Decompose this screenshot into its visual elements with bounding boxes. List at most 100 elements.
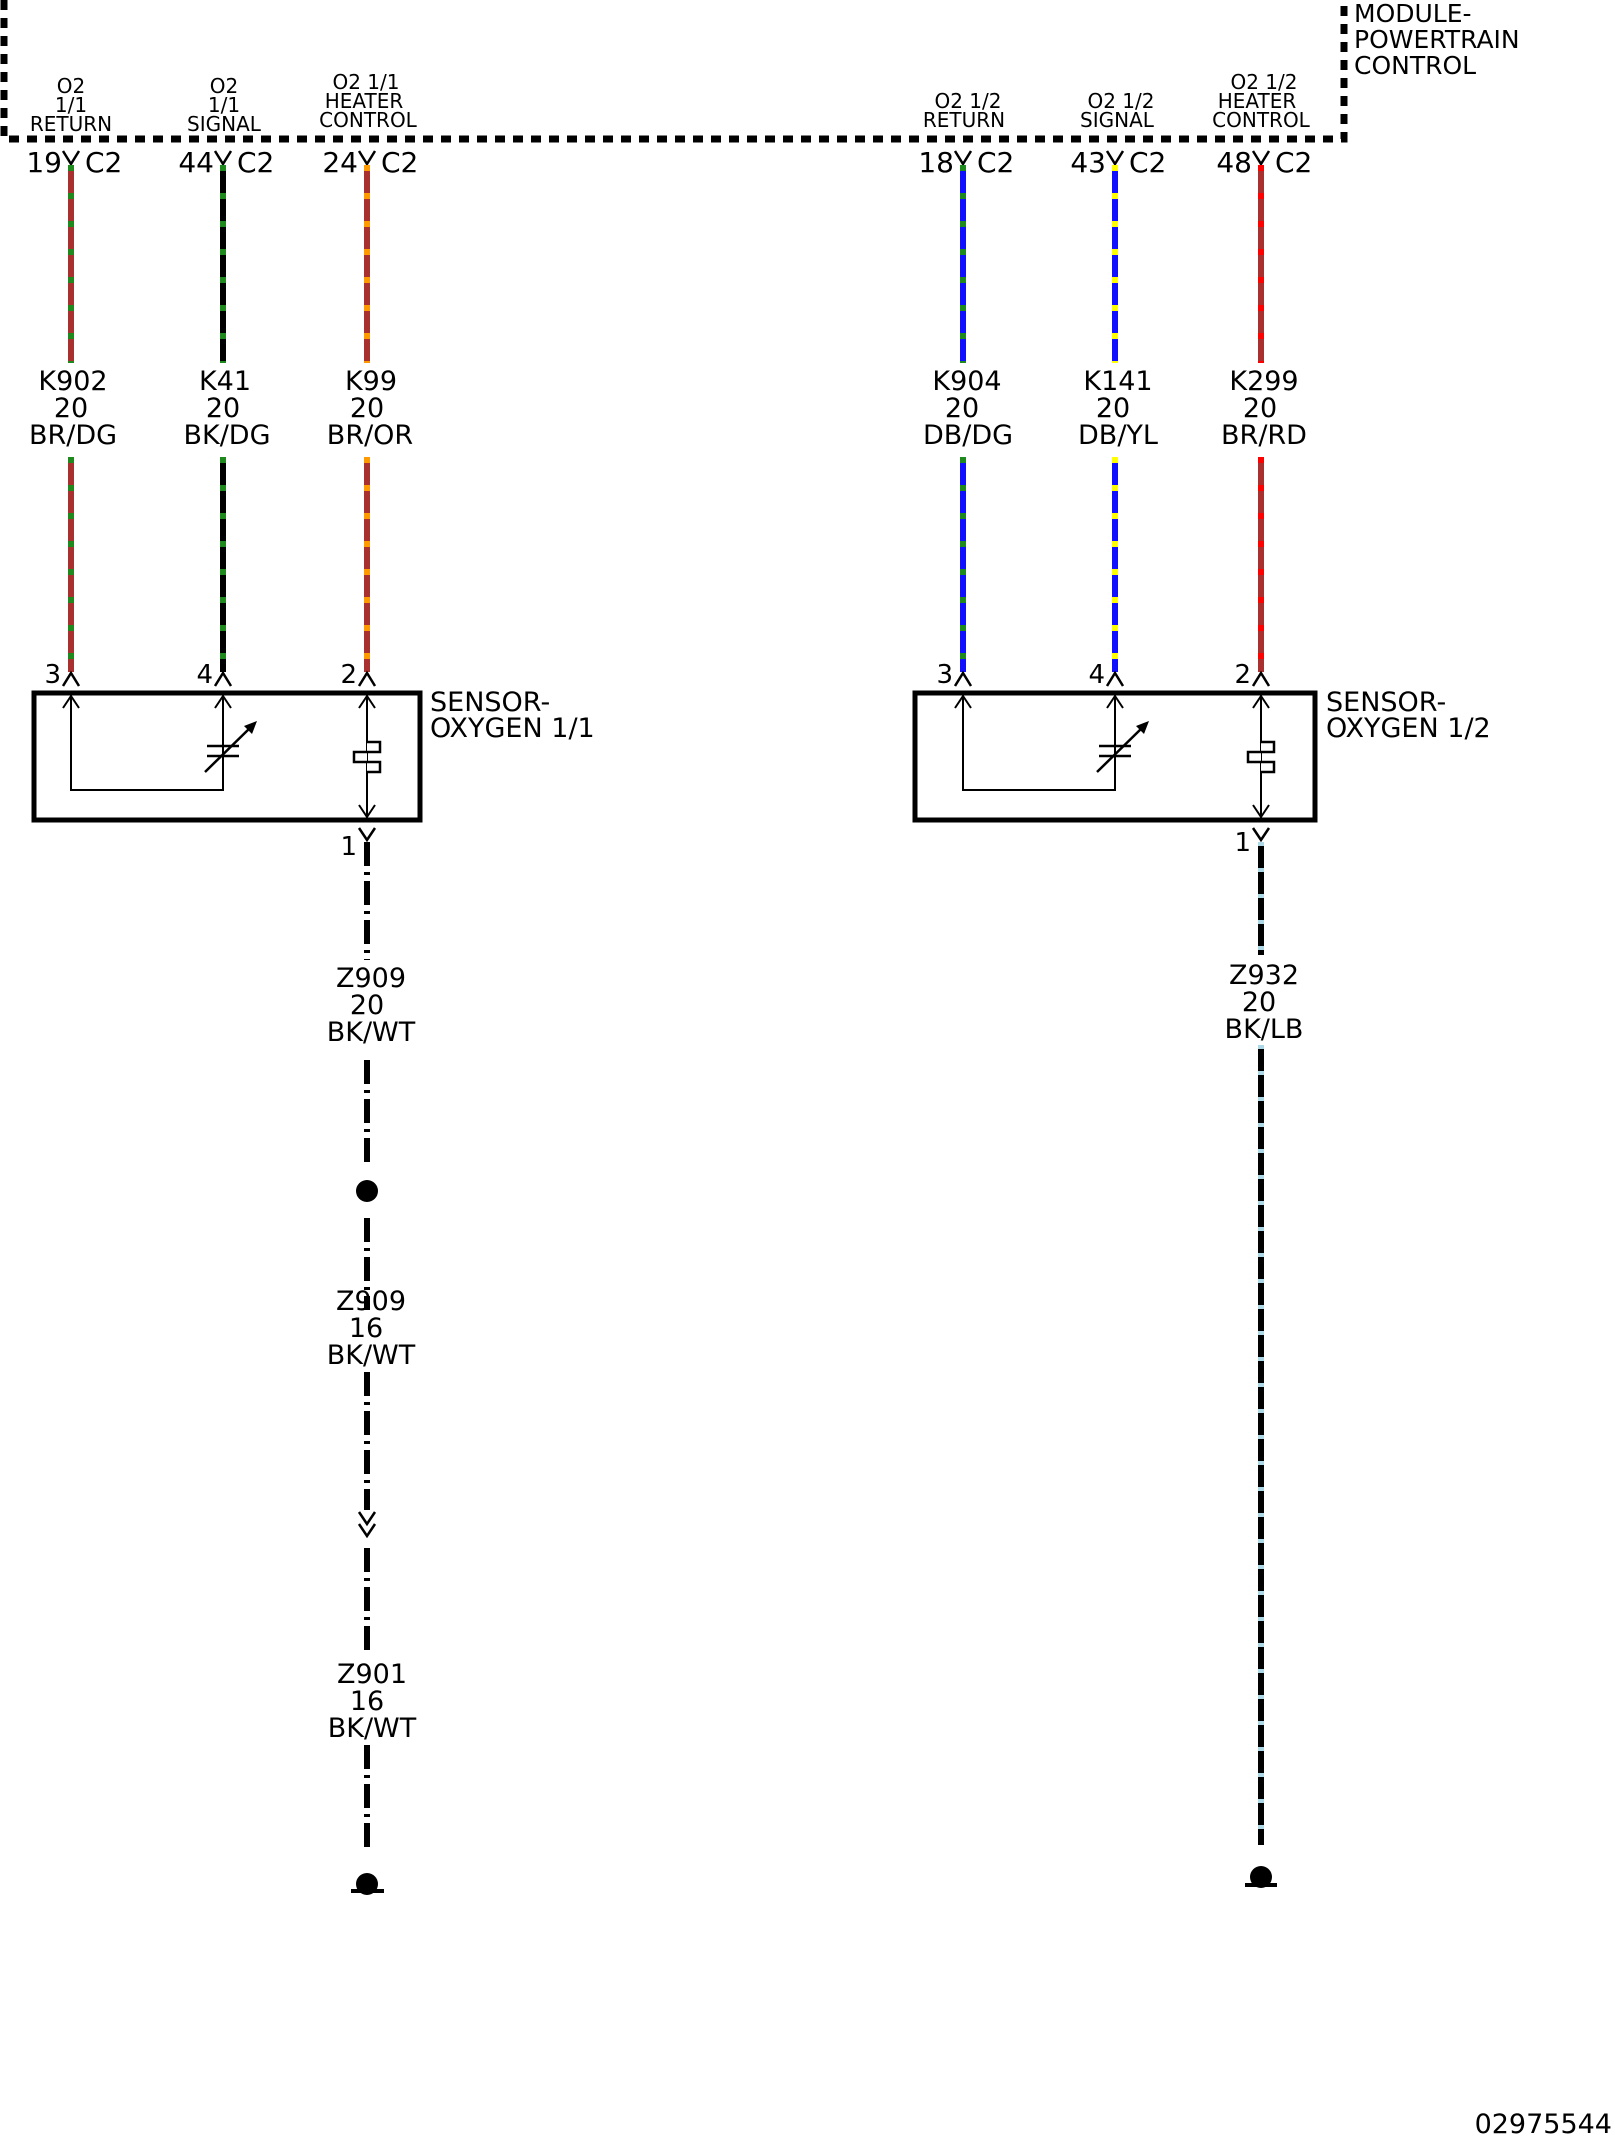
terminal-mark: [61, 150, 81, 167]
pin-function-o2-11-return: O2: [57, 74, 85, 98]
module-connector-c2: C2: [1275, 146, 1312, 179]
ground-symbol-left: [351, 1873, 384, 1895]
terminal-mark: [1105, 670, 1125, 687]
module-pin-48: 48: [1216, 146, 1252, 179]
module-pin-24: 24: [322, 146, 358, 179]
terminal-mark: [1251, 150, 1271, 167]
module-terminals: [61, 150, 1271, 167]
ground-color-z909-16: BK/WT: [327, 1340, 416, 1371]
wire-gauge-k99: 20: [350, 393, 384, 424]
sensor-pin-numbers: 3 4 2 3 4 2: [44, 660, 1251, 690]
module-title-line-1: MODULE-: [1354, 0, 1472, 28]
pin-function-o2-11-heater: CONTROL: [319, 108, 418, 132]
ground-pin-terminals: [357, 827, 1271, 843]
wire-color-k902: BR/DG: [29, 420, 117, 451]
pin-function-o2-12-return: RETURN: [923, 108, 1005, 132]
signal-wire-labels: K902 20 BR/DG K41 20 BK/DG K99 20 BR/OR …: [29, 366, 1307, 451]
module-connector-c2: C2: [85, 146, 122, 179]
pin-function-o2-12-signal: O2 1/2: [1087, 89, 1154, 113]
terminal-mark: [1251, 827, 1271, 843]
wire-color-k141: DB/YL: [1078, 420, 1158, 451]
module-pin-18: 18: [918, 146, 954, 179]
sensor-pin-terminals: [61, 670, 1271, 687]
ground-circuit-z909-20: Z909: [336, 963, 406, 994]
ground-gauge-z932: 20: [1242, 987, 1276, 1018]
terminal-mark: [213, 670, 233, 687]
ground-gauge-z901-16: 16: [350, 1686, 384, 1717]
sensor-oxygen-1-2: SENSOR- OXYGEN 1/2: [912, 687, 1491, 823]
ground-circuit-z901-16: Z901: [337, 1659, 407, 1690]
wire-gauge-k141: 20: [1096, 393, 1130, 424]
sensor-1-pin-3: 3: [44, 660, 61, 690]
module-connector-c2: C2: [977, 146, 1014, 179]
sensor-2-ground-pin: 1: [1234, 828, 1251, 858]
terminal-mark: [953, 670, 973, 687]
module-pin-functions: O2 1/1 RETURN O2 1/1 SIGNAL O2 1/1 HEATE…: [30, 70, 1311, 136]
sensor-1-ground-pin: 1: [340, 832, 357, 862]
sensor-housing: [31, 690, 423, 823]
pin-function-o2-12-signal: SIGNAL: [1080, 108, 1155, 132]
ground-gauge-z909-20: 20: [350, 990, 384, 1021]
ground-wire-right-labels: Z932 20 BK/LB: [1225, 960, 1304, 1045]
pin-function-o2-11-heater: HEATER: [325, 89, 404, 113]
module-connector-c2: C2: [237, 146, 274, 179]
module-connector-c2: C2: [1129, 146, 1166, 179]
sensor-oxygen-1-1: SENSOR- OXYGEN 1/1: [31, 687, 595, 823]
signal-wires: [68, 165, 1264, 672]
wire-color-k99: BR/OR: [327, 420, 413, 451]
pin-function-o2-12-return: O2 1/2: [934, 89, 1001, 113]
wire-circuit-k99: K99: [345, 366, 397, 397]
ground-dot: [1250, 1866, 1272, 1888]
ground-circuit-z909-16: Z909: [336, 1286, 406, 1317]
module-pin-19: 19: [26, 146, 62, 179]
terminal-mark: [953, 150, 973, 167]
sensor-2-pin-2: 2: [1234, 660, 1251, 690]
wire-circuit-k299: K299: [1229, 366, 1298, 397]
wire-circuit-k904: K904: [932, 366, 1001, 397]
module-pin-43: 43: [1070, 146, 1106, 179]
ground-color-z901-16: BK/WT: [328, 1713, 417, 1744]
module-boundary: [0, 0, 1348, 143]
sensor-2-pin-4: 4: [1088, 660, 1105, 690]
sensor-1-pin-2: 2: [340, 660, 357, 690]
pin-function-o2-12-heater: CONTROL: [1212, 108, 1311, 132]
wire-gauge-k904: 20: [945, 393, 979, 424]
splice-dot: [356, 1180, 378, 1202]
sensor-2-pin-3: 3: [936, 660, 953, 690]
ground-gauge-z909-16: 16: [349, 1313, 383, 1344]
sensor-internal-circuit: [62, 693, 382, 820]
pin-function-o2-11-return: RETURN: [30, 112, 112, 136]
terminal-mark: [357, 150, 377, 167]
ground-symbol-right: [1245, 1866, 1277, 1888]
module-pin-numbers: 19 C2 44 C2 24 C2 18 C2 43 C2 48 C2: [26, 146, 1312, 179]
wire-circuit-k41: K41: [199, 366, 251, 397]
terminal-mark: [213, 150, 233, 167]
sensor-1-pin-4: 4: [196, 660, 213, 690]
inline-connector: [357, 1511, 377, 1539]
wire-gauge-k299: 20: [1243, 393, 1277, 424]
pin-function-o2-12-heater: O2 1/2: [1230, 70, 1297, 94]
module-title-line-2: POWERTRAIN: [1354, 25, 1520, 54]
pin-function-o2-11-signal: 1/1: [208, 93, 240, 117]
wire-circuit-k902: K902: [38, 366, 107, 397]
sensor-2-name-line-1: SENSOR-: [1326, 687, 1446, 718]
module-title-line-3: CONTROL: [1354, 51, 1476, 80]
pin-function-o2-12-heater: HEATER: [1218, 89, 1297, 113]
ground-color-z909-20: BK/WT: [327, 1017, 416, 1048]
terminal-mark: [357, 827, 377, 843]
terminal-mark: [1251, 670, 1271, 687]
pin-function-o2-11-signal: O2: [210, 74, 238, 98]
pin-function-o2-11-heater: O2 1/1: [332, 70, 399, 94]
ground-color-z932: BK/LB: [1225, 1014, 1304, 1045]
diagram-id: 02975544: [1475, 2109, 1612, 2138]
module-pin-44: 44: [178, 146, 214, 179]
terminal-mark: [1105, 150, 1125, 167]
wire-gauge-k41: 20: [206, 393, 240, 424]
wire-color-k41: BK/DG: [183, 420, 270, 451]
ground-wire-left-labels: Z909 20 BK/WT Z909 16 BK/WT Z901 16 BK/W…: [327, 963, 417, 1744]
pin-function-o2-11-signal: SIGNAL: [187, 112, 262, 136]
wire-color-k904: DB/DG: [923, 420, 1013, 451]
module-connector-c2: C2: [381, 146, 418, 179]
wire-gauge-k902: 20: [54, 393, 88, 424]
